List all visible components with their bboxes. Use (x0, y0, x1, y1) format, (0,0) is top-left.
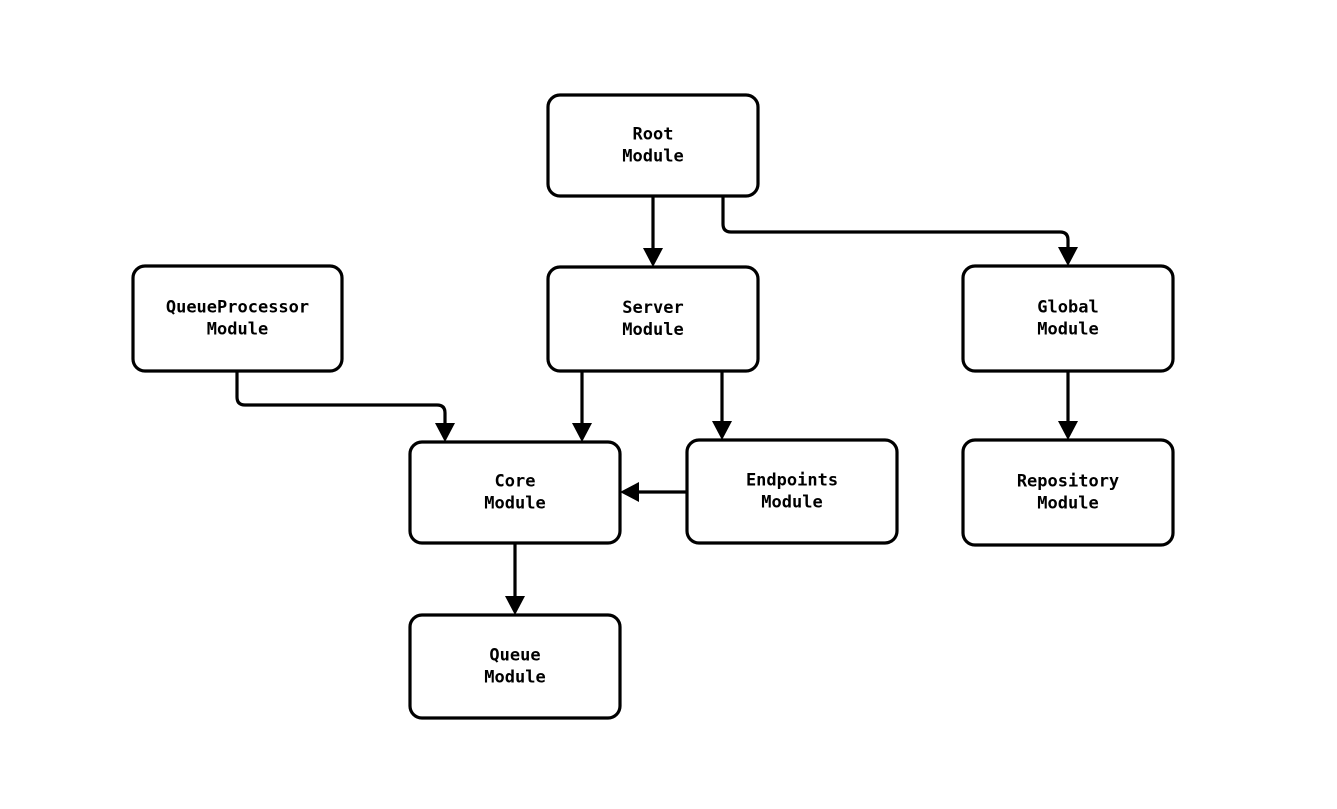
edge-queueprocessor-to-core-line (235, 371, 447, 423)
edge-server-to-endpoints-arrowhead-icon (712, 421, 732, 440)
edge-endpoints-to-core (620, 482, 687, 502)
global-module-node-box[interactable] (961, 264, 1175, 373)
endpoints-module-node-box[interactable] (685, 438, 899, 545)
endpoints-module-node-label-line2: Module (761, 493, 822, 513)
queueprocessor-module-node-label-line1: QueueProcessor (166, 298, 309, 318)
server-module-node-box[interactable] (546, 265, 760, 373)
edge-root-to-global-arrowhead-icon (1058, 247, 1078, 266)
edge-root-to-server-arrowhead-icon (643, 248, 663, 267)
core-module-node-label-line2: Module (484, 494, 545, 514)
root-module-node-box[interactable] (546, 93, 760, 198)
edge-queueprocessor-to-core-arrowhead-icon (435, 423, 455, 442)
server-module-node-label-line2: Module (622, 320, 683, 340)
root-module-node-label-line2: Module (622, 147, 683, 167)
global-module-node-label-line2: Module (1037, 320, 1098, 340)
edge-queueprocessor-to-core (235, 371, 455, 442)
edges-layer (235, 196, 1078, 615)
edge-root-to-server (643, 196, 663, 267)
repository-module-node-label-line1: Repository (1017, 472, 1119, 492)
edge-endpoints-to-core-arrowhead-icon (620, 482, 639, 502)
edge-server-to-core (572, 371, 592, 442)
queue-module-node-label-line1: Queue (489, 646, 540, 666)
endpoints-module-node-label-line1: Endpoints (746, 471, 838, 491)
root-module-node-label-line1: Root (633, 125, 674, 145)
core-module-node-box[interactable] (408, 440, 622, 545)
core-module-node-label-line1: Core (495, 472, 536, 492)
queueprocessor-module-node-label-line2: Module (207, 320, 268, 340)
queue-module-node-label-line2: Module (484, 668, 545, 688)
queue-module-node-box[interactable] (408, 613, 622, 720)
edge-server-to-core-arrowhead-icon (572, 423, 592, 442)
edge-global-to-repository (1058, 371, 1078, 440)
edge-server-to-endpoints (712, 371, 732, 440)
edge-core-to-queue-arrowhead-icon (505, 596, 525, 615)
server-module-node-label-line1: Server (622, 298, 683, 318)
global-module-node-label-line1: Global (1037, 298, 1098, 318)
edge-global-to-repository-arrowhead-icon (1058, 421, 1078, 440)
nodes-layer: RootModuleQueueProcessorModuleServerModu… (131, 93, 1175, 720)
edge-core-to-queue (505, 543, 525, 615)
edge-root-to-global (721, 196, 1078, 266)
queueprocessor-module-node-box[interactable] (131, 264, 344, 373)
repository-module-node-box[interactable] (961, 438, 1175, 547)
edge-root-to-global-line (721, 196, 1070, 247)
repository-module-node-label-line2: Module (1037, 494, 1098, 514)
